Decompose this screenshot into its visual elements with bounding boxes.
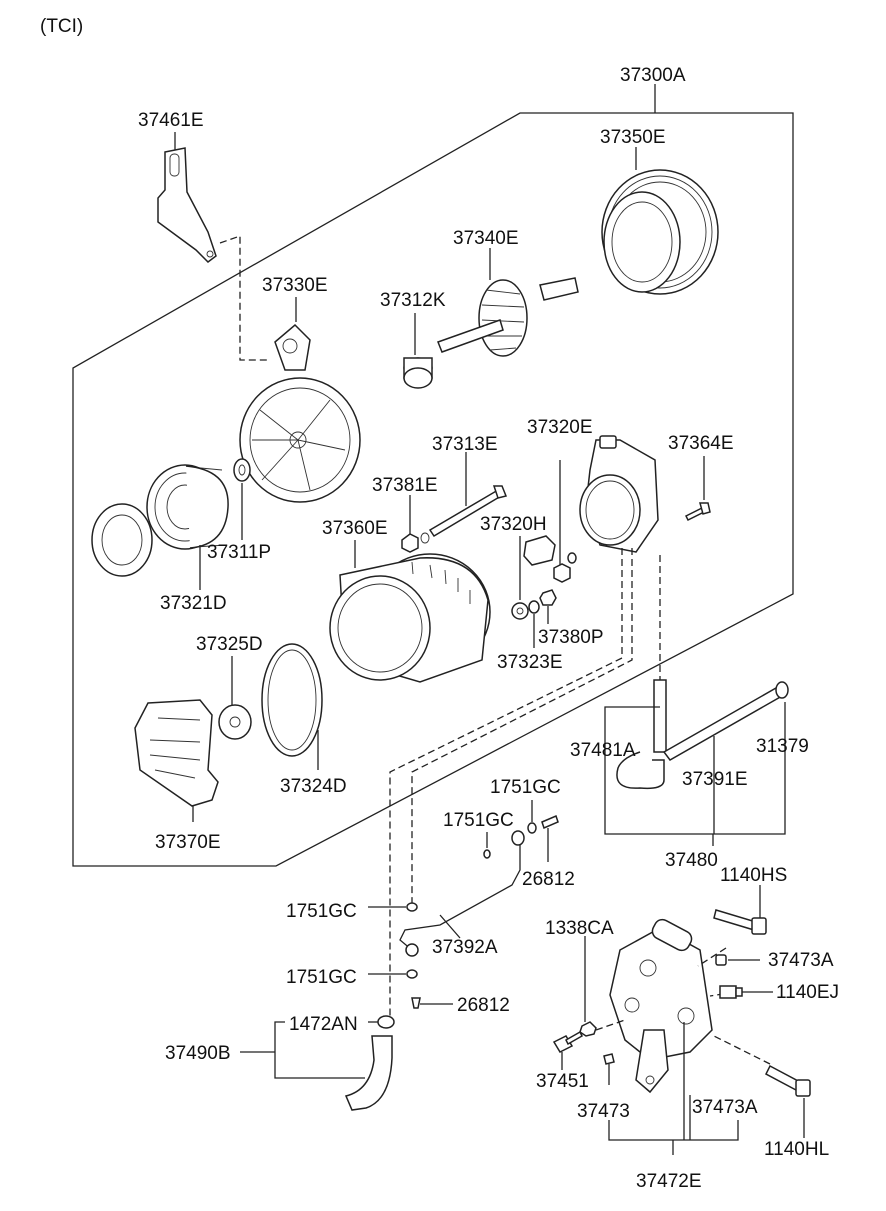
label-37311P: 37311P [207, 542, 271, 563]
label-37490B: 37490B [165, 1043, 231, 1064]
washer-1751GC-c [406, 902, 418, 912]
regulator-37320E [579, 435, 659, 553]
dashed-guide-pump-b [411, 548, 633, 905]
stator-37350E [601, 169, 719, 295]
washers-37323E-37380P [511, 589, 557, 620]
bolt-1140HL [765, 1064, 811, 1097]
label-37473A-a: 37473A [768, 950, 834, 971]
bolt-37313E [428, 485, 508, 538]
label-37330E: 37330E [262, 275, 328, 296]
label-37320E: 37320E [527, 417, 593, 438]
variant-label: (TCI) [40, 16, 83, 37]
label-1140HL: 1140HL [764, 1139, 829, 1160]
label-37472E: 37472E [636, 1171, 702, 1192]
label-37321D: 37321D [160, 593, 227, 614]
label-1751GC-b: 1751GC [443, 810, 514, 831]
rear-housing-37360E [329, 553, 491, 683]
front-housing-37330E [239, 323, 361, 503]
label-37313E: 37313E [432, 434, 498, 455]
washer-1751GC-d [406, 969, 418, 979]
label-31379: 31379 [756, 736, 809, 757]
cover-37370E [134, 699, 219, 807]
label-37370E: 37370E [155, 832, 221, 853]
label-1751GC-a: 1751GC [490, 777, 561, 798]
bolt-1140HS [713, 909, 767, 935]
bearing-37312K [403, 357, 433, 389]
nut-37381E [401, 532, 430, 553]
bolt-1140EJ [719, 985, 743, 999]
label-1338CA: 1338CA [545, 918, 614, 939]
tube-37392A [399, 830, 525, 957]
washer-37311P [233, 458, 251, 482]
label-37473A-b: 37473A [692, 1097, 758, 1118]
label-37380P: 37380P [538, 627, 604, 648]
label-37392A: 37392A [432, 937, 498, 958]
washer-1338CA [579, 1021, 597, 1037]
label-37481A: 37481A [570, 740, 636, 761]
hose-37490B [344, 1035, 393, 1111]
label-1140HS: 1140HS [720, 865, 787, 886]
pipe-37391E [662, 681, 789, 761]
group-bracket-37480 [604, 702, 786, 846]
label-37323E: 37323E [497, 652, 563, 673]
label-26812-a: 26812 [522, 869, 575, 890]
bolt-26812-b [411, 997, 421, 1009]
bolt-37451 [552, 1030, 583, 1053]
seal-ring [91, 503, 153, 577]
label-37480: 37480 [665, 850, 718, 871]
pump-bracket-37472E [609, 918, 713, 1094]
label-1140EJ: 1140EJ [776, 982, 839, 1003]
brush-37320H [523, 535, 556, 566]
dashed-guide-bracket [219, 235, 270, 361]
label-26812-b: 26812 [457, 995, 510, 1016]
plate-37324D [261, 643, 323, 757]
label-37360E: 37360E [322, 518, 388, 539]
label-37300A: 37300A [620, 65, 686, 86]
washer-37325D [218, 704, 252, 740]
pulley-37321D [146, 464, 229, 550]
part-labels: 37300A 37461E 37350E 37340E 37330E 37312… [138, 65, 839, 1192]
label-37364E: 37364E [668, 433, 734, 454]
label-37324D: 37324D [280, 776, 347, 797]
nut-37473 [603, 1053, 615, 1065]
label-37325D: 37325D [196, 634, 263, 655]
bracket-37490B [240, 1021, 365, 1079]
label-37473: 37473 [577, 1101, 630, 1122]
rotor-37340E [437, 277, 579, 357]
label-37461E: 37461E [138, 110, 204, 131]
label-37350E: 37350E [600, 127, 666, 148]
clamp-1472AN [377, 1015, 395, 1029]
label-37381E: 37381E [372, 475, 438, 496]
bracket-37461E [157, 147, 217, 263]
label-37320H: 37320H [480, 514, 547, 535]
label-1472AN: 1472AN [289, 1014, 358, 1035]
label-1751GC-c: 1751GC [286, 901, 357, 922]
bolt-37473A-a [715, 954, 727, 966]
label-37312K: 37312K [380, 290, 446, 311]
label-1751GC-d: 1751GC [286, 967, 357, 988]
washer-small-b [483, 849, 491, 859]
label-37340E: 37340E [453, 228, 519, 249]
washer-small-a [527, 814, 559, 834]
dashed-guide-pump-a [389, 548, 623, 1022]
terminal-nut [553, 552, 577, 583]
bolt-37364E [684, 502, 711, 522]
label-37391E: 37391E [682, 769, 748, 790]
group-bracket-37472E [608, 1022, 739, 1155]
hose-37481A [616, 679, 667, 790]
assembly-boundary [72, 112, 794, 867]
label-37451: 37451 [536, 1071, 589, 1092]
